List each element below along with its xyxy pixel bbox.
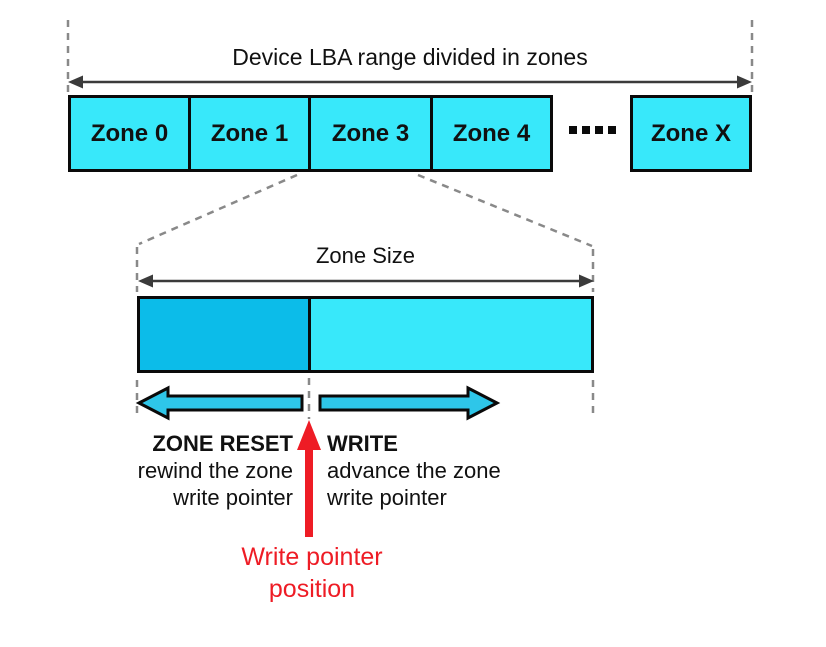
zone-reset-arrow-icon [135,385,304,421]
write-desc-line2: write pointer [327,485,447,510]
zone-reset-title: ZONE RESET [152,431,293,456]
write-pointer-position-label: Write pointer position [192,541,432,605]
zone-size-arrowhead-left [138,274,153,288]
write-block: WRITE advance the zone write pointer [327,430,587,511]
zones-ellipsis-icon [569,126,616,134]
write-pointer-position-line2: position [268,575,356,603]
zone-reset-desc-line1: rewind the zone [137,458,293,483]
zone-detail-bar [137,296,594,373]
zone-box-1: Zone 1 [188,95,311,172]
write-arrow-icon [318,385,501,421]
zone-reset-block: ZONE RESET rewind the zone write pointer [60,430,293,511]
device-lba-range-arrowhead-right [737,75,752,89]
zone-box-3: Zone 3 [308,95,433,172]
zone-box-x: Zone X [630,95,752,172]
write-desc-line1: advance the zone [327,458,501,483]
zone-box-0: Zone 0 [68,95,191,172]
zone-size-label: Zone Size [315,243,416,268]
zone-box-4: Zone 4 [430,95,553,172]
zone-reset-desc-line2: write pointer [173,485,293,510]
write-pointer-arrow-icon [297,420,321,537]
zone-size-arrowhead-right [579,274,594,288]
device-lba-title: Device LBA range divided in zones [232,44,588,70]
zoom-guide-dash-right [417,173,593,248]
write-pointer-position-line1: Write pointer [241,543,383,571]
write-title: WRITE [327,431,398,456]
unwritten-region [311,299,591,370]
zoom-guide-dash-left [138,173,298,246]
device-lba-range-arrowhead-left [68,75,83,89]
written-region [140,299,311,370]
